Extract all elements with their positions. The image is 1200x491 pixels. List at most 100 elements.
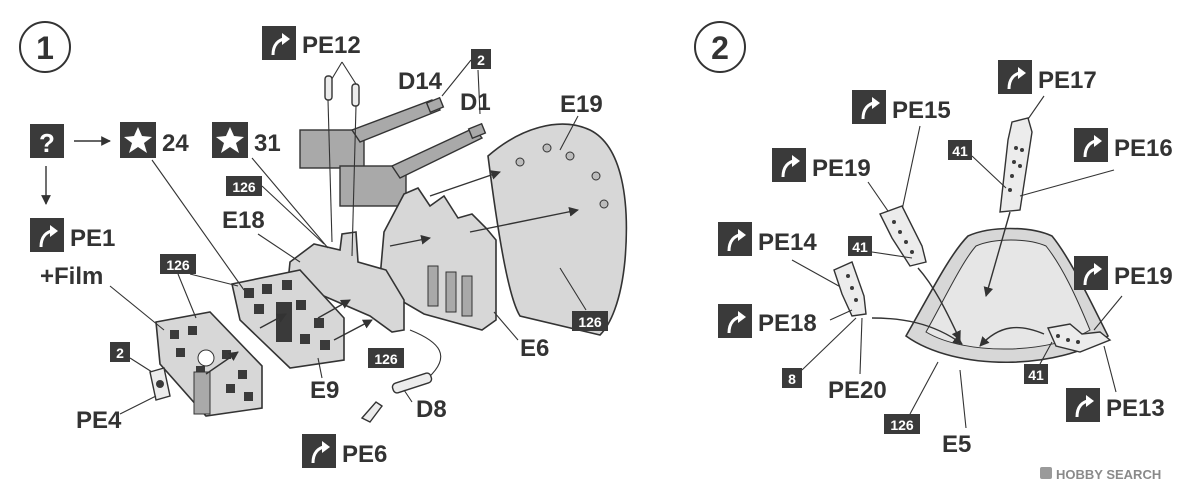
label-d1: D1 bbox=[460, 89, 491, 116]
panel-gauge bbox=[197, 349, 215, 367]
lead-star-24 bbox=[151, 159, 245, 291]
svg-text:?: ? bbox=[39, 128, 55, 158]
svg-text:41: 41 bbox=[952, 143, 968, 159]
svg-text:2: 2 bbox=[116, 345, 124, 361]
machine-gun-d1 bbox=[339, 122, 487, 207]
lead-cable-d8 bbox=[409, 329, 442, 379]
lead-badge-126 bbox=[909, 361, 939, 415]
step-1-group: 1 ? 24 31 PE1 +Film bbox=[19, 21, 628, 468]
svg-text:126: 126 bbox=[578, 314, 602, 330]
svg-text:2: 2 bbox=[477, 52, 485, 68]
pe12-pin bbox=[351, 83, 360, 107]
star-icon bbox=[212, 122, 248, 158]
step-1-circle bbox=[19, 21, 71, 73]
label-e19: E19 bbox=[560, 91, 603, 118]
e19-hole bbox=[542, 143, 552, 153]
e19-hole bbox=[599, 199, 609, 209]
label-pe4: PE4 bbox=[76, 407, 122, 434]
lead-pe17 bbox=[1025, 95, 1045, 123]
label-pe17: PE17 bbox=[1038, 67, 1097, 94]
badge-126: 126 bbox=[368, 348, 404, 368]
arrow-pe17-seat bbox=[983, 211, 1011, 297]
lead-pe13 bbox=[1103, 345, 1117, 393]
photo-etch-icon bbox=[30, 218, 64, 252]
lead-pe12-e18 bbox=[351, 105, 357, 257]
e19-hole bbox=[515, 157, 525, 167]
question-icon: ? bbox=[30, 124, 64, 158]
arrow-e6-e19 bbox=[469, 206, 579, 233]
label-pe19-lower: PE19 bbox=[1114, 263, 1173, 290]
photo-etch-icon bbox=[718, 222, 752, 256]
step-2-number: 2 bbox=[711, 30, 729, 66]
lead-badge-2 bbox=[441, 59, 481, 115]
part-pe14-strap bbox=[833, 261, 867, 317]
lead-e5 bbox=[959, 369, 967, 429]
lead-pe16 bbox=[1019, 169, 1115, 197]
lead-badge-41 bbox=[871, 251, 913, 259]
lead-badge-41 bbox=[971, 155, 1007, 189]
lead-pe20 bbox=[859, 317, 863, 375]
label-e9: E9 bbox=[310, 377, 339, 404]
label-pe1: PE1 bbox=[70, 225, 115, 252]
part-d8 bbox=[391, 372, 433, 394]
arrow-pe15-seat bbox=[917, 267, 961, 341]
label-pe13: PE13 bbox=[1106, 395, 1165, 422]
svg-text:8: 8 bbox=[788, 371, 796, 387]
label-film: +Film bbox=[40, 263, 103, 290]
watermark-text: HOBBY SEARCH bbox=[1056, 467, 1161, 482]
strap-holes bbox=[892, 220, 914, 254]
lead-e19 bbox=[559, 115, 579, 151]
badge-126: 126 bbox=[160, 254, 196, 274]
label-e5: E5 bbox=[942, 431, 971, 458]
photo-etch-icon bbox=[1066, 388, 1100, 422]
svg-text:41: 41 bbox=[1028, 367, 1044, 383]
arrow-panel-e9 bbox=[205, 351, 239, 375]
label-e18: E18 bbox=[222, 207, 265, 234]
label-pe20: PE20 bbox=[828, 377, 887, 404]
e6-slot bbox=[461, 275, 473, 317]
svg-text:126: 126 bbox=[166, 257, 190, 273]
arrow-e9-e18 bbox=[333, 319, 373, 341]
part-pe15-strap bbox=[879, 205, 927, 267]
lead-badge-8 bbox=[801, 317, 857, 371]
step-2-group: 2 PE17 PE16 41 bbox=[694, 21, 1173, 458]
lead-pe19-lower bbox=[1093, 295, 1123, 331]
part-e19 bbox=[487, 123, 628, 336]
seat-inner bbox=[925, 239, 1091, 350]
arrow-e9-e18 bbox=[317, 299, 351, 319]
arrow-pe14-seat bbox=[871, 317, 963, 345]
lead-pe12-e18 bbox=[327, 99, 333, 243]
svg-text:126: 126 bbox=[374, 351, 398, 367]
pe12-pin bbox=[324, 75, 333, 101]
part-pe13-buckle bbox=[1046, 323, 1112, 353]
photo-etch-icon bbox=[852, 90, 886, 124]
badge-126: 126 bbox=[572, 311, 608, 331]
badge-41: 41 bbox=[848, 236, 872, 256]
photo-etch-icon bbox=[1074, 128, 1108, 162]
lead-pe4 bbox=[119, 395, 157, 415]
label-pe14: PE14 bbox=[758, 229, 817, 256]
label-pe6: PE6 bbox=[342, 441, 387, 468]
badge-2: 2 bbox=[471, 49, 491, 69]
lead-pe14 bbox=[791, 259, 847, 291]
pe4-hole bbox=[156, 380, 164, 388]
lead-pe12 bbox=[329, 61, 357, 85]
badge-126: 126 bbox=[884, 414, 920, 434]
e6-slot bbox=[427, 265, 439, 307]
photo-etch-icon bbox=[772, 148, 806, 182]
badge-8: 8 bbox=[782, 368, 802, 388]
svg-text:126: 126 bbox=[232, 179, 256, 195]
lead-pe15 bbox=[901, 125, 921, 211]
lead-e18 bbox=[257, 233, 301, 263]
photo-etch-icon bbox=[1074, 256, 1108, 290]
e19-hole bbox=[591, 171, 601, 181]
step-1-number: 1 bbox=[36, 30, 54, 66]
e19-hole bbox=[565, 151, 575, 161]
buckle-holes bbox=[1056, 334, 1080, 344]
lead-d8 bbox=[403, 389, 413, 403]
lead-e6 bbox=[493, 311, 519, 341]
step-2-circle bbox=[694, 21, 746, 73]
arrow-e18-e6 bbox=[389, 234, 431, 247]
machine-gun-d14 bbox=[299, 96, 445, 169]
svg-text:126: 126 bbox=[890, 417, 914, 433]
